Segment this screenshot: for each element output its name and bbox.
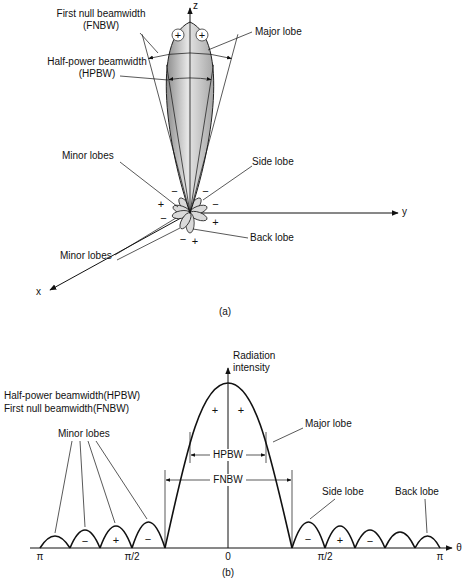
polarity-sign: + [238, 404, 244, 416]
axis-label: Radiation intensity [233, 350, 291, 374]
tick-label: 0 [225, 551, 231, 563]
major-lobe [166, 22, 213, 213]
polarity-sign: − [367, 535, 373, 547]
sign-circle [196, 29, 208, 41]
beamwidth-label: First null beamwidth (FNBW) [45, 8, 157, 32]
polarity-sign: + [199, 29, 205, 41]
lobe-label: Minor lobes [60, 250, 112, 262]
polarity-sign: − [160, 212, 166, 224]
z-axis-inner [190, 22, 191, 213]
tick-label: π [437, 551, 444, 563]
beamwidth-label: Half-power beamwidth(HPBW) [4, 390, 140, 402]
axis-label: z [193, 0, 198, 12]
leader-lines [55, 428, 427, 533]
lobe-label: Side lobe [322, 486, 364, 498]
beamwidth-label: First null beamwidth(FNBW) [4, 403, 129, 415]
tick-label: π [37, 551, 44, 563]
polarity-sign: − [171, 185, 177, 197]
beamwidth-markers [165, 432, 292, 548]
axis-label: θ [456, 542, 462, 554]
lobe-label: Minor lobes [62, 150, 114, 162]
figure-label: (b) [222, 567, 234, 579]
polarity-sign: − [202, 185, 208, 197]
axis-label: y [402, 206, 407, 218]
polarity-sign: − [82, 535, 88, 547]
polarity-sign: − [180, 233, 186, 245]
axis-label: x [36, 286, 41, 298]
lobe-label: Back lobe [395, 486, 439, 498]
polarity-sign: + [337, 534, 343, 546]
lobe-label: Back lobe [250, 232, 294, 244]
polarity-sign: + [175, 29, 181, 41]
polarity-sign: + [192, 235, 198, 247]
beamwidth-label: HPBW [211, 449, 245, 461]
sign-circle [172, 29, 184, 41]
lobe-label: Major lobe [255, 26, 302, 38]
beamwidth-lines [142, 34, 238, 213]
beamwidth-label: FNBW [211, 474, 244, 486]
polarity-sign: + [212, 404, 218, 416]
polarity-sign: − [305, 533, 311, 545]
lobe-label: Minor lobes [58, 428, 110, 440]
polarity-sign: − [145, 533, 151, 545]
lobe-label: Major lobe [305, 418, 352, 430]
tick-label: π/2 [317, 551, 332, 563]
polarity-sign: + [158, 198, 164, 210]
figure-label: (a) [219, 306, 231, 318]
axes-3d [50, 8, 398, 290]
beamwidth-label: Half-power beamwidth (HPBW) [38, 56, 156, 80]
polarity-sign: + [113, 534, 119, 546]
polarity-sign: − [212, 198, 218, 210]
polarity-sign: + [212, 216, 218, 228]
tick-label: π/2 [124, 551, 139, 563]
lobe-label: Side lobe [252, 156, 294, 168]
